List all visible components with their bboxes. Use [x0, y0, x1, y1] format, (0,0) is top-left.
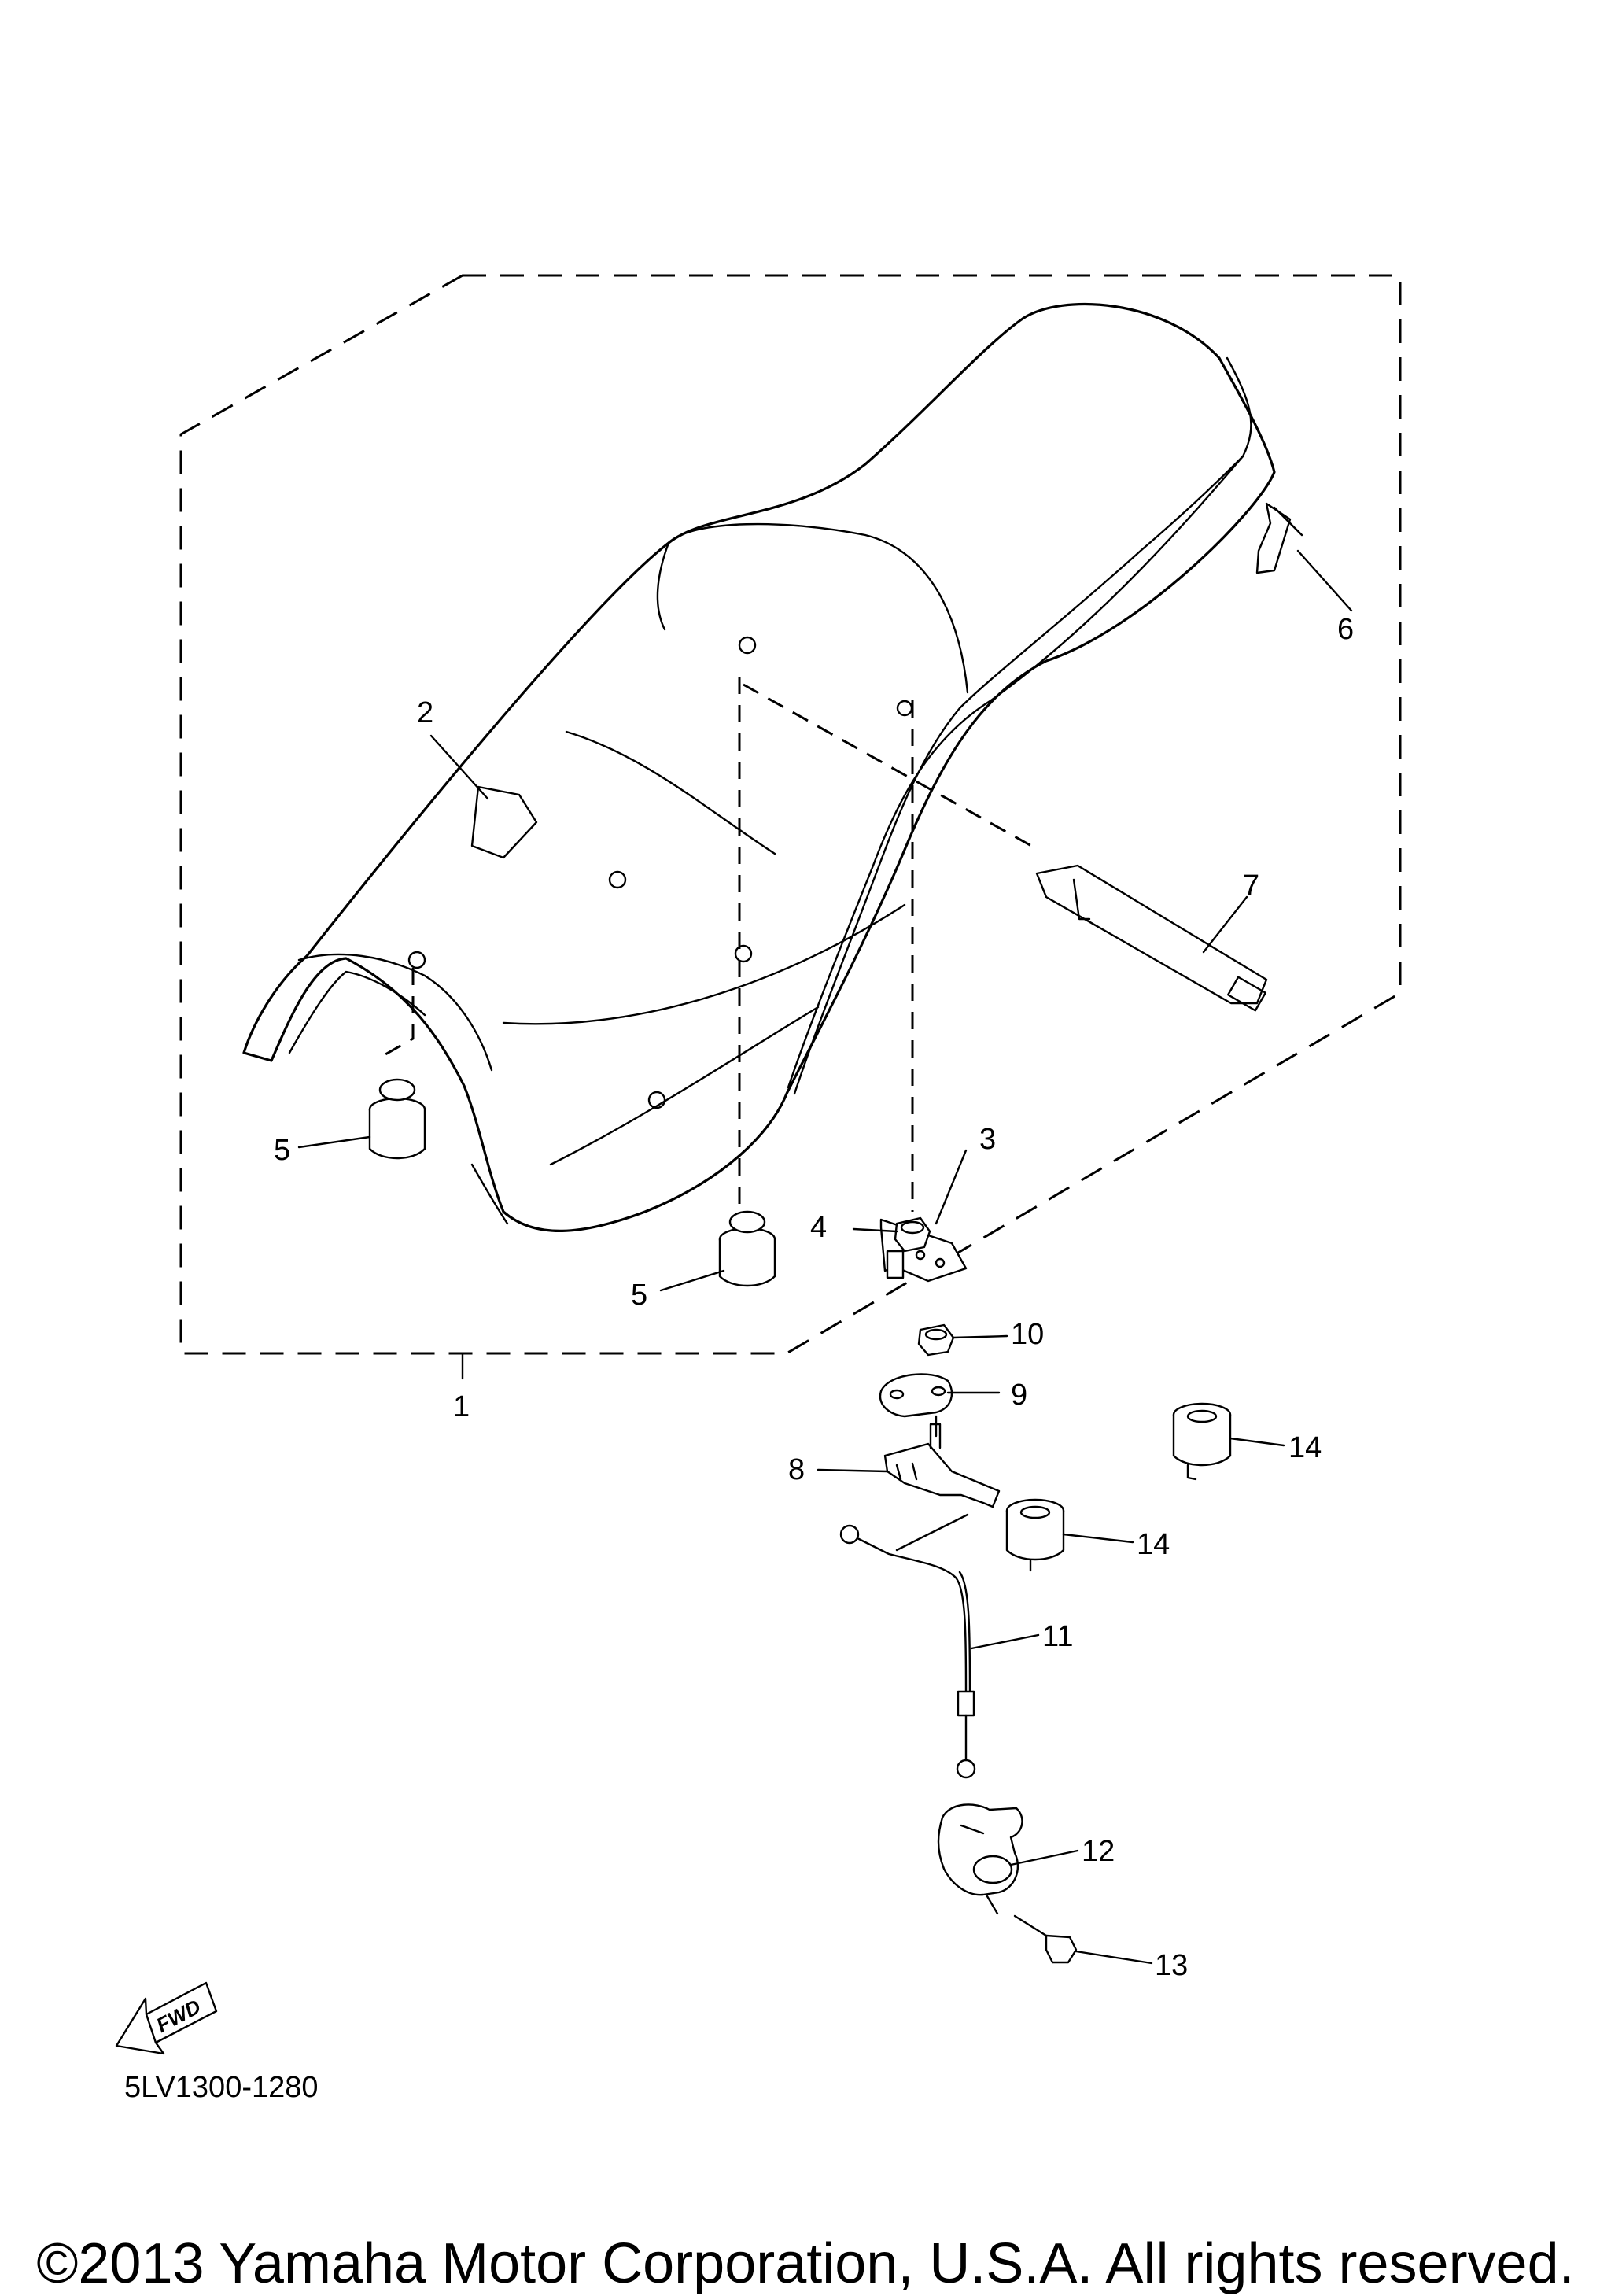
callout-10: 10	[1011, 1318, 1044, 1351]
seat-damper-left	[368, 1078, 426, 1160]
seat-damper-right	[718, 1210, 776, 1287]
damper-b	[1005, 1498, 1065, 1572]
callout-13: 13	[1155, 1949, 1188, 1982]
callout-14-a: 14	[1288, 1431, 1322, 1464]
callout-11: 11	[1042, 1620, 1073, 1653]
callout-9: 9	[1011, 1379, 1027, 1412]
callout-5-right: 5	[631, 1279, 647, 1312]
seat-strap	[1035, 864, 1268, 1012]
leader-lines	[297, 549, 1353, 1965]
callout-7: 7	[1243, 869, 1259, 903]
damper-a	[1172, 1402, 1232, 1481]
callout-1: 1	[453, 1390, 470, 1423]
callout-12: 12	[1082, 1835, 1115, 1868]
seat	[242, 303, 1276, 1275]
callout-3: 3	[979, 1123, 996, 1156]
callout-8: 8	[788, 1453, 805, 1486]
seat-lock	[937, 1803, 1023, 1915]
callout-numbers: 1 2 3 4 5 5 6 7 8 9 10 11 12 13 14 14	[274, 613, 1354, 1982]
callout-4: 4	[810, 1211, 827, 1244]
callout-5-left: 5	[274, 1134, 290, 1167]
seat-lock-bracket	[883, 1423, 1001, 1508]
label-sticker	[470, 785, 538, 859]
callout-14-b: 14	[1137, 1528, 1170, 1561]
nut	[894, 1216, 931, 1253]
seat-assembly-boundary	[179, 274, 1402, 1355]
callout-6: 6	[1337, 613, 1354, 646]
lock-plate	[879, 1373, 953, 1438]
callout-2: 2	[417, 696, 433, 729]
seat-lock-cable	[839, 1524, 976, 1779]
bolt	[1013, 1914, 1078, 1964]
lock-nut	[917, 1323, 955, 1357]
hook-bracket	[1255, 502, 1303, 574]
drawing-number: 5LV1300-1280	[124, 2071, 319, 2104]
copyright-notice: ©2013 Yamaha Motor Corporation, U.S.A. A…	[36, 2232, 1575, 2295]
fwd-arrow-icon: FWD	[115, 1981, 218, 2055]
